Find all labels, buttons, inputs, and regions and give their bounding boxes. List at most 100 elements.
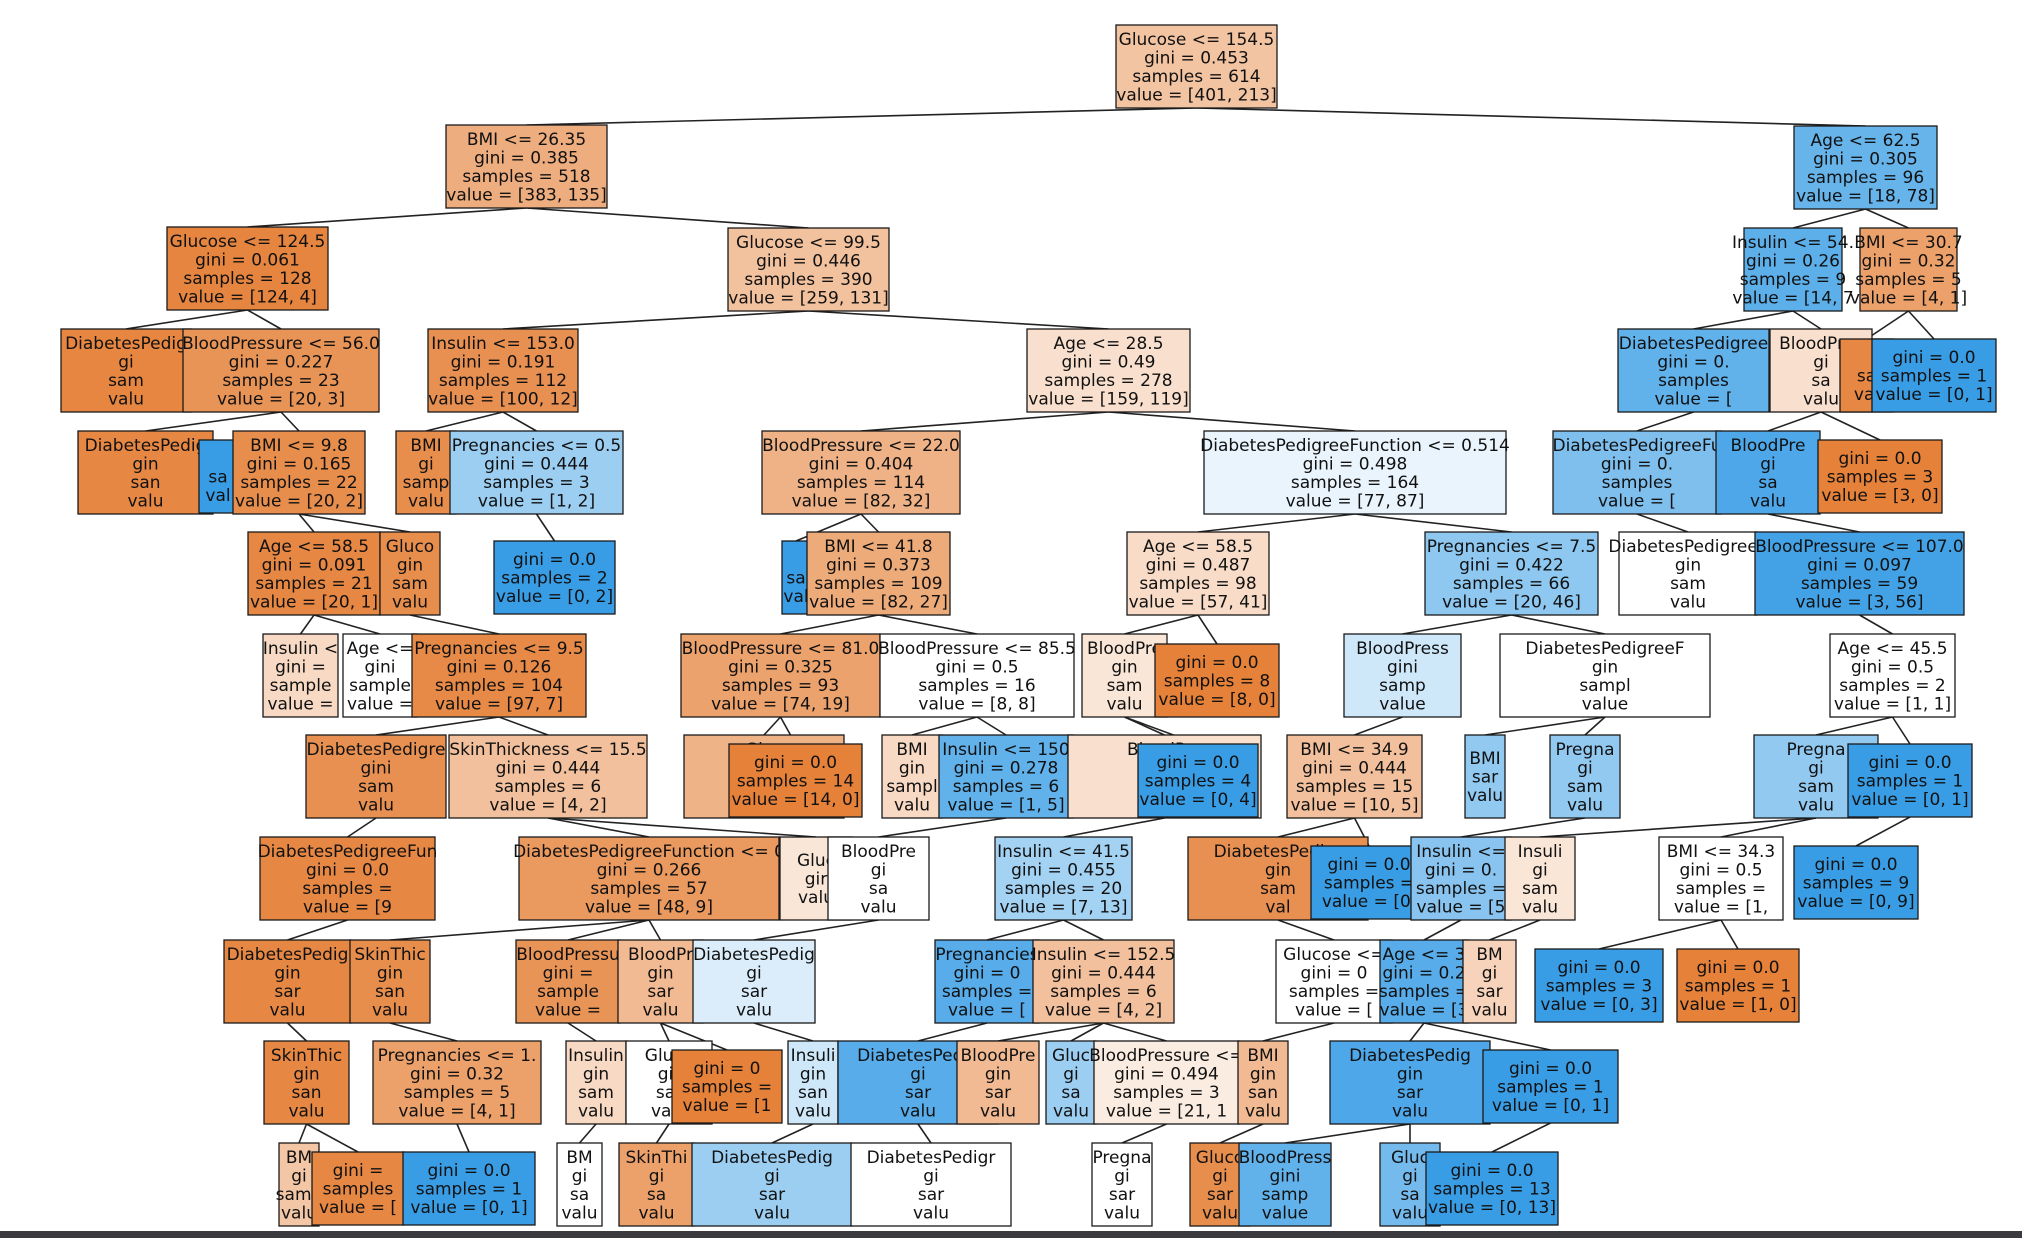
tree-node-text: Insulin <= [1416, 842, 1506, 862]
tree-node-text: samples = 5 [404, 1083, 511, 1103]
tree-node-text: value = [ [1598, 491, 1676, 511]
tree-node: Insulin <=gini = 0.samples =value = [5 [1410, 836, 1512, 921]
tree-node-text: gi [1402, 1166, 1418, 1186]
tree-node-box [311, 1151, 405, 1226]
tree-node-text: value = [0, 1] [410, 1198, 527, 1218]
tree-edge [1865, 208, 1909, 229]
tree-node-box [518, 836, 780, 921]
tree-node-text: gini = 0.0 [1892, 348, 1975, 368]
tree-node-text: samp [1379, 676, 1426, 696]
tree-node-text: DiabetesPedigreeFunction <= 0.514 [1200, 436, 1510, 456]
tree-node-text: valu [1522, 897, 1558, 917]
tree-node-text: sam [1522, 879, 1558, 899]
tree-node-text: gini = 0.0 [1175, 653, 1258, 673]
tree-node-box [781, 540, 811, 615]
tree-node-text: value = [ [948, 1000, 1026, 1020]
tree-node-box [1499, 633, 1711, 718]
tree-node-text: value = [0, 9] [1797, 892, 1914, 912]
tree-node-text: Insulin <= 54. [1732, 233, 1854, 253]
tree-edge [1197, 614, 1218, 645]
tree-node-text: samples = 96 [1807, 168, 1924, 188]
tree-node-text: gini = 0.5 [1679, 860, 1762, 880]
tree-node-text: value = [18, 78] [1796, 186, 1935, 206]
tree-node-text: gi [1808, 758, 1824, 778]
tree-node-box [728, 743, 863, 818]
tree-node-text: samples = 6 [495, 777, 602, 797]
tree-node-text: gin [583, 1064, 609, 1084]
tree-node-text: Pregna [1786, 740, 1845, 760]
tree-node-box [680, 633, 881, 718]
tree-node-box [262, 633, 339, 718]
tree-node-text: value = [5 [1417, 897, 1506, 917]
tree-node-box [1081, 633, 1168, 718]
tree-node-box [259, 836, 436, 921]
tree-node-text: gin [274, 963, 300, 983]
tree-node-text: gini = 0.32 [410, 1064, 504, 1084]
tree-edge [578, 1123, 597, 1144]
tree-node-box [445, 124, 608, 209]
tree-node-box [618, 1142, 695, 1227]
tree-node-text: samples = 104 [435, 676, 563, 696]
tree-edge [286, 1022, 308, 1042]
tree-node-box [1618, 531, 1758, 616]
tree-edge [125, 309, 248, 330]
tree-node-text: valu [358, 795, 394, 815]
tree-node-box [1462, 939, 1517, 1024]
tree-edge [780, 614, 879, 635]
tree-node-text: value = [ [1654, 389, 1732, 409]
tree-node-text: samples = 21 [255, 574, 372, 594]
tree-node-text: gi [910, 1064, 926, 1084]
tree-edge [1891, 716, 1911, 745]
tree-node-box [182, 328, 380, 413]
tree-node-text: samples = 128 [183, 269, 311, 289]
tree-node-text: valu [736, 1000, 772, 1020]
tree-node-box [1126, 531, 1270, 616]
tree-node-text: samples = 2 [1839, 676, 1946, 696]
tree-node-text: valu [281, 1203, 317, 1223]
tree-node-box [1154, 643, 1280, 718]
tree-node-box [427, 328, 579, 413]
tree-node-text: sar [1109, 1185, 1135, 1205]
tree-node-box [1115, 24, 1278, 109]
tree-node-text: samples = 14 [737, 772, 854, 792]
tree-node-box [1715, 430, 1821, 515]
tree-node-text: gini = 0.266 [597, 860, 702, 880]
tree-node-text: samples [1602, 473, 1673, 493]
tree-node-text: DiabetesPedig [857, 1046, 979, 1066]
tree-node-text: gini [364, 657, 395, 677]
tree-edge [763, 716, 782, 736]
tree-edge [659, 1022, 670, 1042]
tree-node-text: DiabetesPedigreeFunction <= 0 [513, 842, 785, 862]
tree-edge [313, 614, 381, 635]
tree-node-text: value = [20, 1] [250, 592, 378, 612]
tree-edge [547, 817, 817, 838]
tree-node-text: samples = 13 [1433, 1180, 1550, 1200]
tree-node-text: BM [566, 1148, 592, 1168]
tree-node-text: samples = 3 [1827, 468, 1934, 488]
tree-node-text: BMI <= 34.3 [1667, 842, 1776, 862]
tree-node-text: BloodPressure <= 85.5 [878, 639, 1076, 659]
tree-node-text: samples = 390 [744, 270, 872, 290]
tree-node-text: value = [82, 27] [809, 592, 948, 612]
tree-node-box [1871, 338, 1997, 413]
tree-node-text: SkinThi [625, 1148, 687, 1168]
tree-edge [298, 513, 411, 533]
tree-edge [425, 411, 504, 432]
